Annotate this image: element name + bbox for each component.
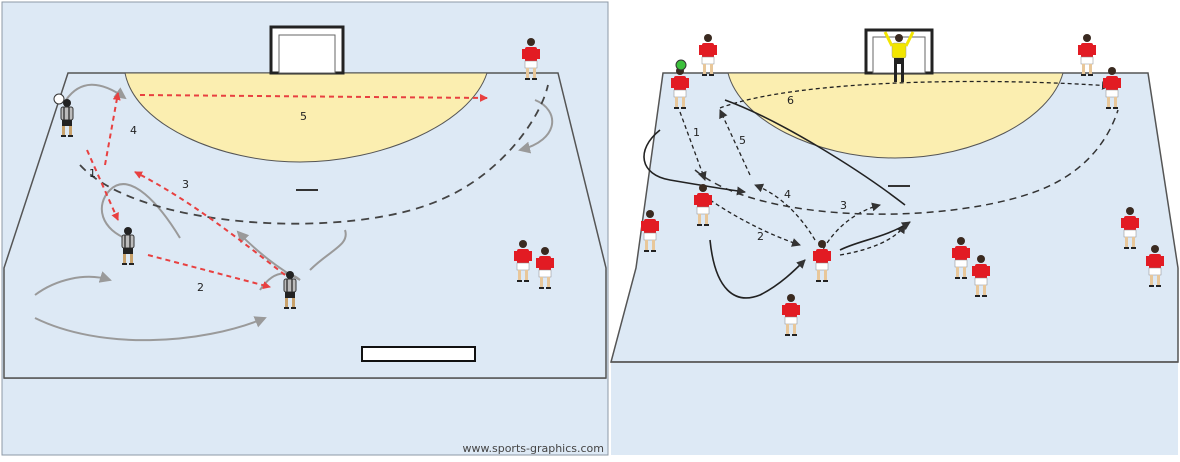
right-panel: 1 2 3 4 5 6	[610, 2, 1179, 455]
right-goalkeeper	[883, 31, 915, 82]
left-bench-box	[361, 346, 476, 362]
left-label-3: 3	[182, 178, 189, 191]
left-panel: 1 2 3 4 5 www.sports-graphics.com	[1, 1, 609, 456]
right-outside-area	[611, 363, 1178, 455]
right-label-2: 2	[757, 230, 764, 243]
right-running-paths	[643, 99, 911, 299]
right-ball-icon	[675, 59, 687, 71]
left-watermark: www.sports-graphics.com	[463, 442, 604, 455]
left-label-2: 2	[197, 281, 204, 294]
left-court-outline	[3, 72, 607, 379]
right-goal	[864, 28, 934, 75]
right-label-6: 6	[787, 94, 794, 107]
left-label-5: 5	[300, 110, 307, 123]
right-label-3: 3	[840, 199, 847, 212]
right-label-4: 4	[784, 188, 791, 201]
right-long-run-path	[694, 109, 1119, 215]
left-label-1: 1	[89, 167, 96, 180]
right-label-5: 5	[739, 134, 746, 147]
left-label-4: 4	[130, 124, 137, 137]
left-pass-arrows	[86, 92, 488, 290]
right-goal-area	[727, 72, 1064, 159]
left-goal	[269, 25, 345, 75]
left-ball-icon	[53, 93, 65, 105]
right-label-1: 1	[693, 126, 700, 139]
